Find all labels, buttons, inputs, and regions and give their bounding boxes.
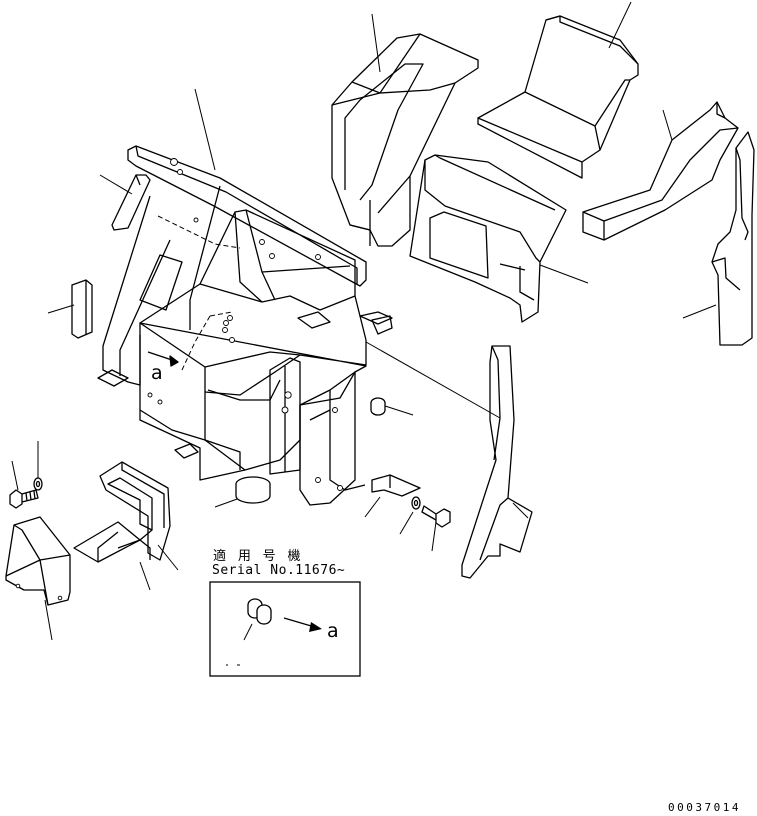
left-pads <box>71 174 151 339</box>
drawing-number: 00037014 <box>668 801 741 814</box>
serial-number-label: Serial No.11676~ <box>212 563 346 578</box>
cover-rear-middle <box>409 154 567 323</box>
duct-frame <box>73 461 171 563</box>
cover-bottom-left <box>5 516 71 606</box>
inset-reference-mark-a: a <box>327 620 339 642</box>
cover-upper-right-strip <box>582 101 739 241</box>
cover-right-side <box>711 131 755 346</box>
cap-parts <box>235 397 386 504</box>
cover-upper-left <box>331 33 479 247</box>
main-frame <box>97 145 393 506</box>
reference-mark-a: a <box>151 362 163 384</box>
small-bracket <box>371 315 421 497</box>
leader-lines <box>11 1 717 641</box>
cover-right-lower <box>461 345 533 579</box>
cover-upper-middle <box>477 15 639 179</box>
serial-inset <box>209 581 361 677</box>
applicable-models-label: 適 用 号 機 <box>213 549 303 564</box>
fasteners <box>9 477 451 528</box>
